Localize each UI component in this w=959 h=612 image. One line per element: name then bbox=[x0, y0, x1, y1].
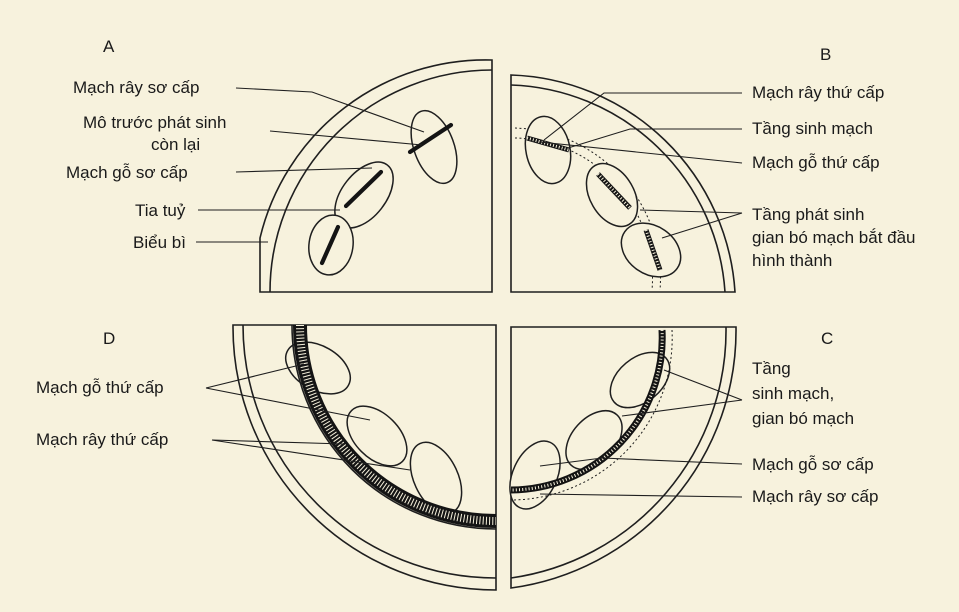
label-d-secondary-phloem: Mạch rây thứ cấp bbox=[36, 430, 168, 449]
panel-a: A Mạch rây sơ cấp Mô trước phát sinh còn… bbox=[66, 37, 492, 292]
label-b-cambium: Tầng sinh mạch bbox=[752, 119, 873, 138]
panel-b-bundle-1 bbox=[519, 112, 576, 188]
label-a-pith-ray: Tia tuỷ bbox=[135, 201, 186, 220]
panel-b: B Mạch rây thứ cấp Tầng sinh mạc bbox=[511, 45, 916, 292]
label-b-interfascicular-2: gian bó mạch bắt đầu bbox=[752, 228, 916, 247]
label-b-interfascicular-3: hình thành bbox=[752, 251, 832, 270]
label-c-cambium-3: gian bó mạch bbox=[752, 409, 854, 428]
panel-d: D Mạch gỗ thứ cấp Mạch rây thứ cấp bbox=[36, 325, 496, 590]
panel-a-bundle-1 bbox=[402, 104, 466, 189]
panel-d-outline bbox=[233, 325, 496, 590]
label-a-primary-xylem: Mạch gỗ sơ cấp bbox=[66, 163, 188, 182]
label-c-cambium: Tầng bbox=[752, 359, 791, 378]
panel-d-section bbox=[233, 325, 496, 590]
label-c-primary-phloem: Mạch rây sơ cấp bbox=[752, 487, 878, 506]
label-b-secondary-xylem: Mạch gỗ thứ cấp bbox=[752, 153, 880, 172]
panel-c: C Tầng sinh mạch, gian bó mạch Mạch gỗ s… bbox=[500, 327, 879, 588]
label-c-cambium-2: sinh mạch, bbox=[752, 384, 834, 403]
label-c-primary-xylem: Mạch gỗ sơ cấp bbox=[752, 455, 874, 474]
label-a-primary-phloem: Mạch rây sơ cấp bbox=[73, 78, 199, 97]
panel-b-letter: B bbox=[820, 45, 831, 64]
label-b-interfascicular: Tầng phát sinh bbox=[752, 205, 864, 224]
label-b-secondary-phloem: Mạch rây thứ cấp bbox=[752, 83, 884, 102]
panel-c-letter: C bbox=[821, 329, 833, 348]
label-a-residual-meristem-2: còn lại bbox=[151, 135, 200, 154]
label-a-epidermis: Biểu bì bbox=[133, 233, 186, 252]
panel-a-letter: A bbox=[103, 37, 115, 56]
panel-d-letter: D bbox=[103, 329, 115, 348]
label-a-residual-meristem: Mô trước phát sinh bbox=[83, 113, 226, 132]
label-d-secondary-xylem: Mạch gỗ thứ cấp bbox=[36, 378, 164, 397]
